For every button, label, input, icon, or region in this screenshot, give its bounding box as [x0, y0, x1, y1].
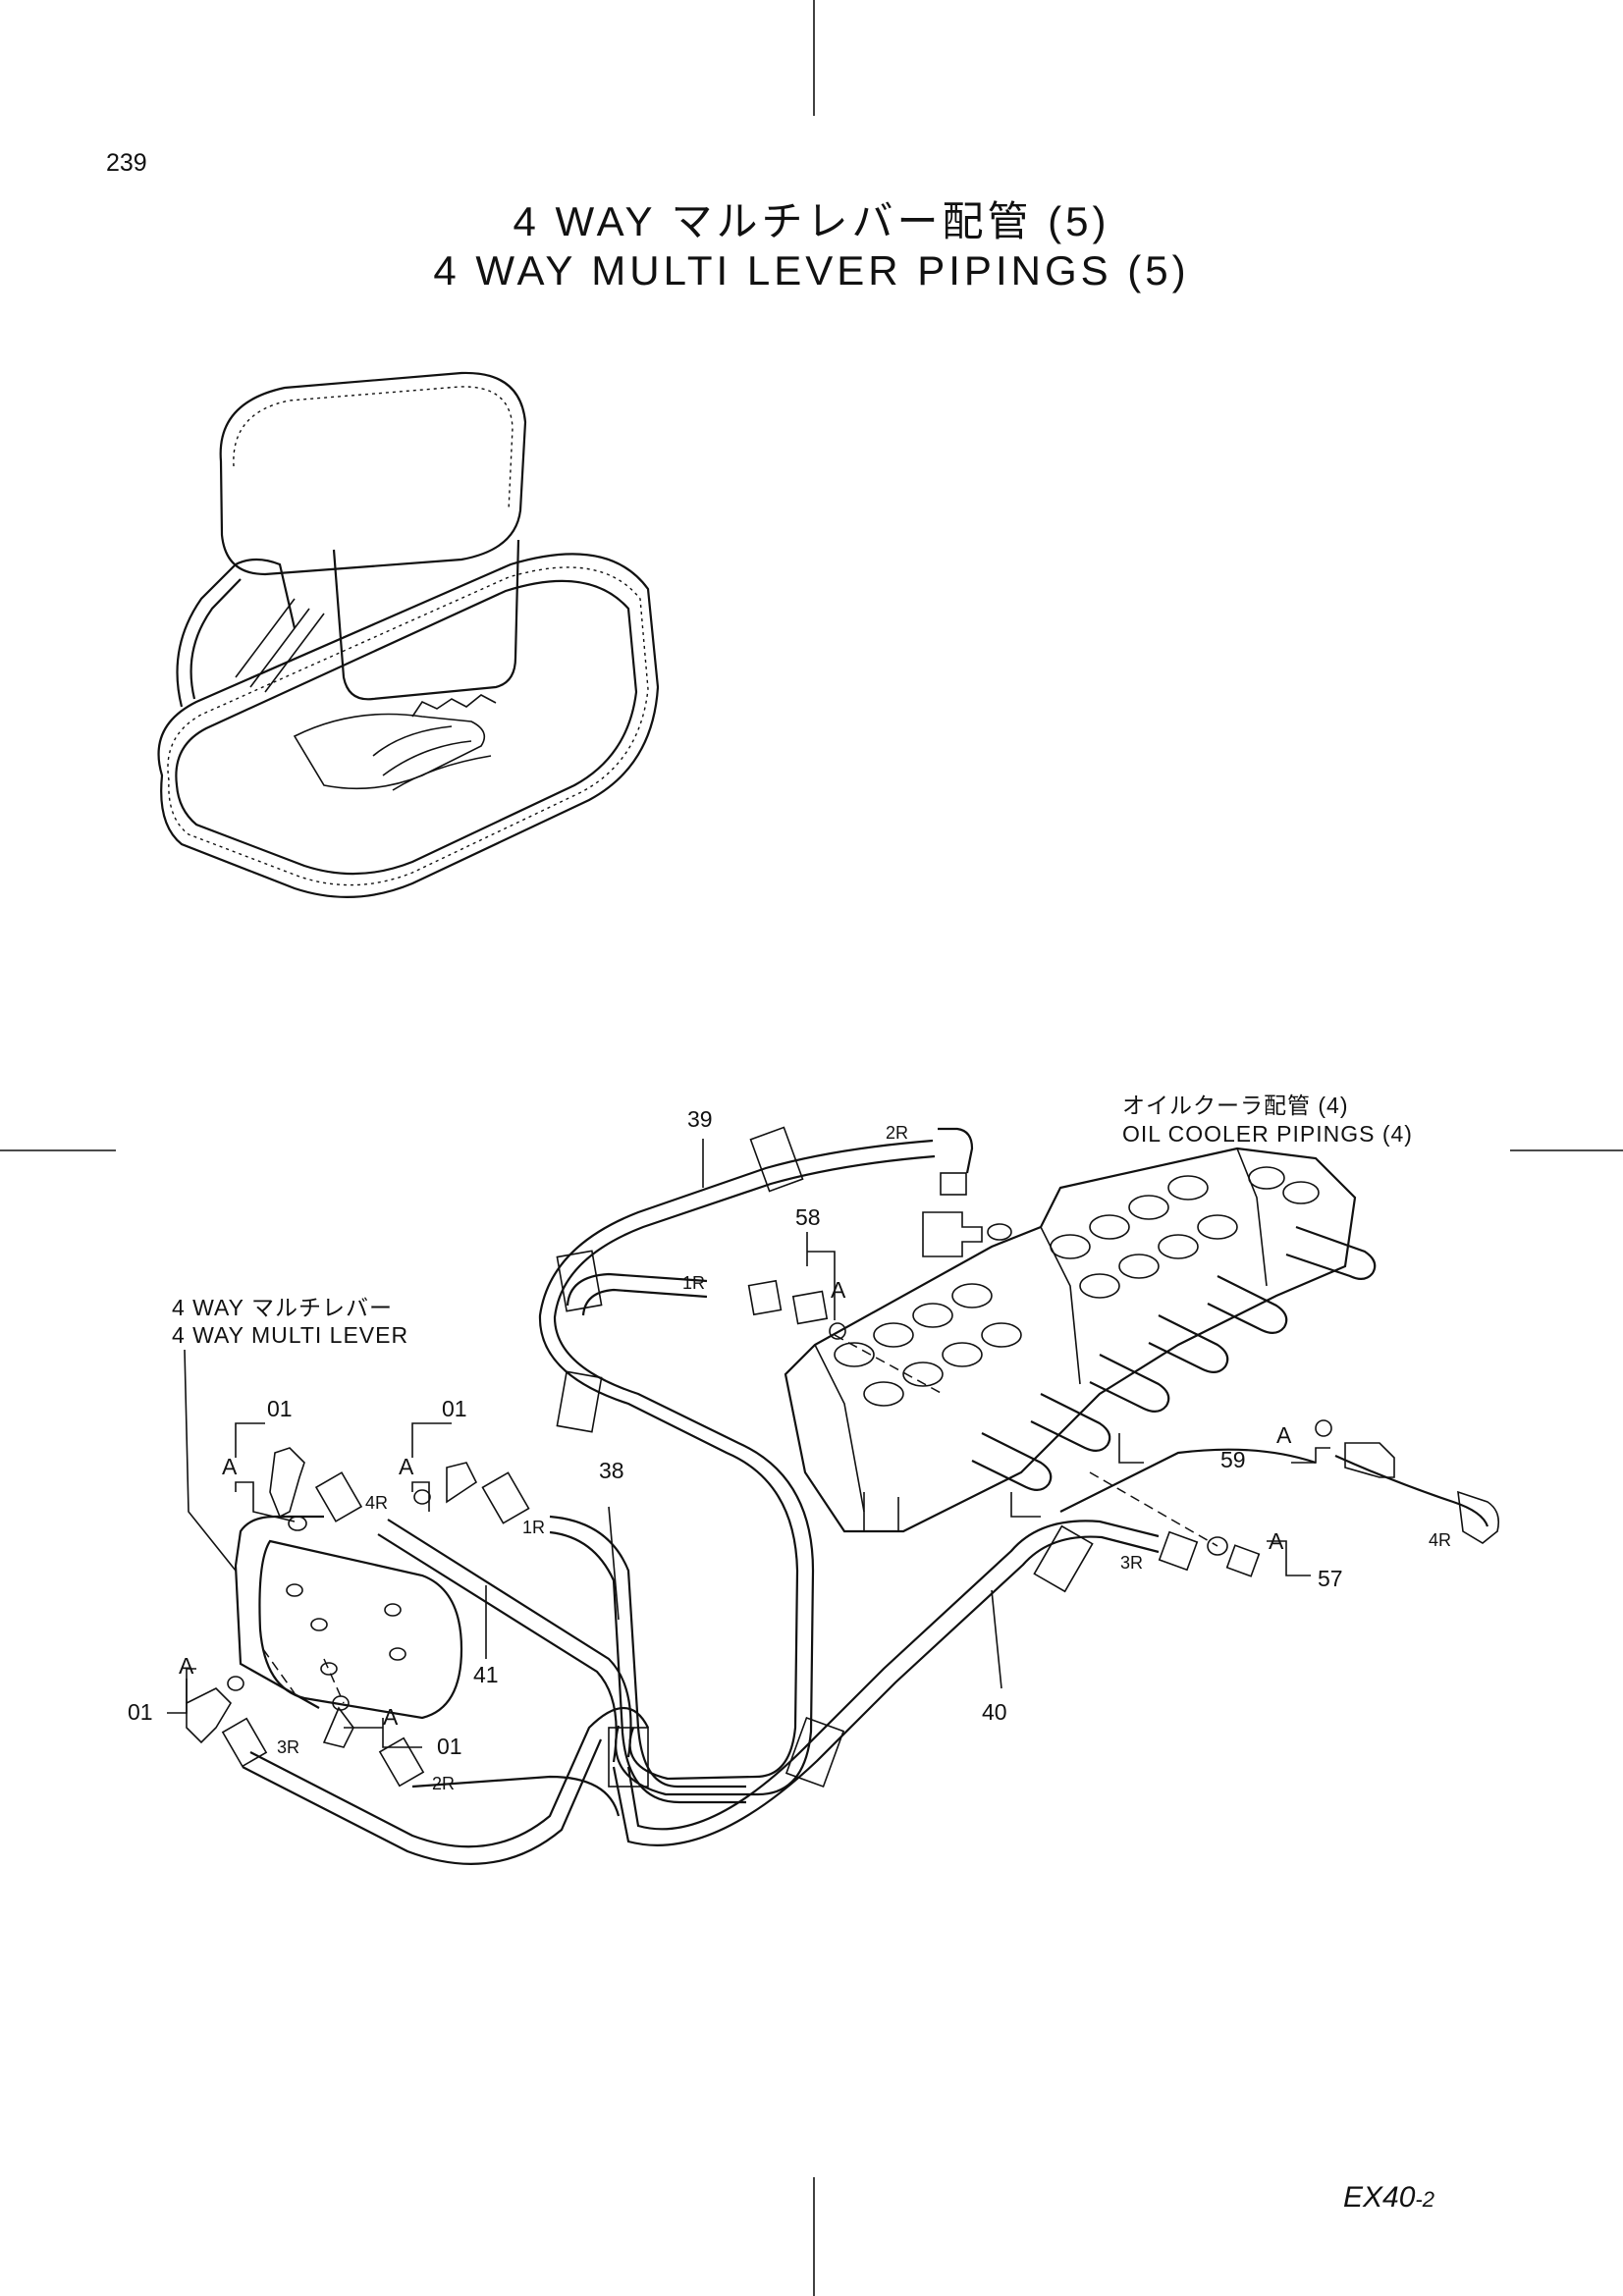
oil-cooler-label-en: OIL COOLER PIPINGS (4) [1122, 1121, 1413, 1147]
callout-01-top-left: 01 [267, 1396, 293, 1421]
port-2r-top: 2R [886, 1123, 908, 1143]
port-4r-right: 4R [1429, 1530, 1451, 1550]
callout-01-left: 01 [128, 1699, 153, 1725]
port-1r-left: 1R [522, 1518, 545, 1537]
machine-overview-illustration [157, 371, 660, 898]
oil-cooler-label-jp: オイルクーラ配管 (4) [1122, 1093, 1349, 1118]
callout-a-58: A [831, 1277, 846, 1303]
footer-suffix: -2 [1415, 2187, 1434, 2212]
callout-01-bottom: 01 [437, 1734, 462, 1759]
callout-a-bottom: A [383, 1704, 399, 1730]
callout-57: 57 [1318, 1566, 1343, 1591]
callout-a-59: A [1276, 1422, 1292, 1448]
callout-38: 38 [599, 1458, 624, 1483]
footer-model-code: EX40-2 [1343, 2181, 1434, 2215]
port-1r-top: 1R [682, 1273, 705, 1293]
callout-59: 59 [1220, 1447, 1246, 1472]
hoses [242, 1126, 1489, 1865]
fittings [186, 1127, 1500, 1788]
callout-a-left: A [179, 1653, 194, 1679]
callout-a-top-right: A [399, 1454, 414, 1479]
callout-40: 40 [982, 1699, 1007, 1725]
callout-39: 39 [687, 1106, 713, 1132]
port-markers: 2R 1R 1R 4R 4R 3R 3R 2R [277, 1123, 1451, 1793]
title-english: 4 WAY MULTI LEVER PIPINGS (5) [433, 247, 1190, 294]
footer-model: EX40 [1343, 2181, 1416, 2214]
callout-58: 58 [795, 1204, 821, 1230]
page-number: 239 [106, 149, 147, 177]
callout-numbers: 39 58 A A 59 A 57 40 38 41 01 A 01 A A 0… [128, 1106, 1343, 1759]
port-3r-right: 3R [1120, 1553, 1143, 1573]
centre-lines [262, 1334, 1218, 1704]
port-3r-left: 3R [277, 1737, 299, 1757]
title-japanese: 4 WAY マルチレバー配管 (5) [513, 198, 1110, 244]
port-2r-bottom: 2R [432, 1774, 455, 1793]
leader-lines [167, 1139, 1330, 1748]
callout-a-57: A [1269, 1528, 1284, 1554]
multi-lever-body [234, 1515, 463, 1720]
port-4r-left: 4R [365, 1493, 388, 1513]
callout-41: 41 [473, 1662, 499, 1687]
multi-lever-label-jp: 4 WAY マルチレバー [172, 1295, 393, 1320]
multi-lever-label-en: 4 WAY MULTI LEVER [172, 1322, 409, 1348]
callout-01-top-right: 01 [442, 1396, 467, 1421]
callout-a-top-left: A [222, 1454, 238, 1479]
control-valve-assembly [784, 1147, 1377, 1533]
